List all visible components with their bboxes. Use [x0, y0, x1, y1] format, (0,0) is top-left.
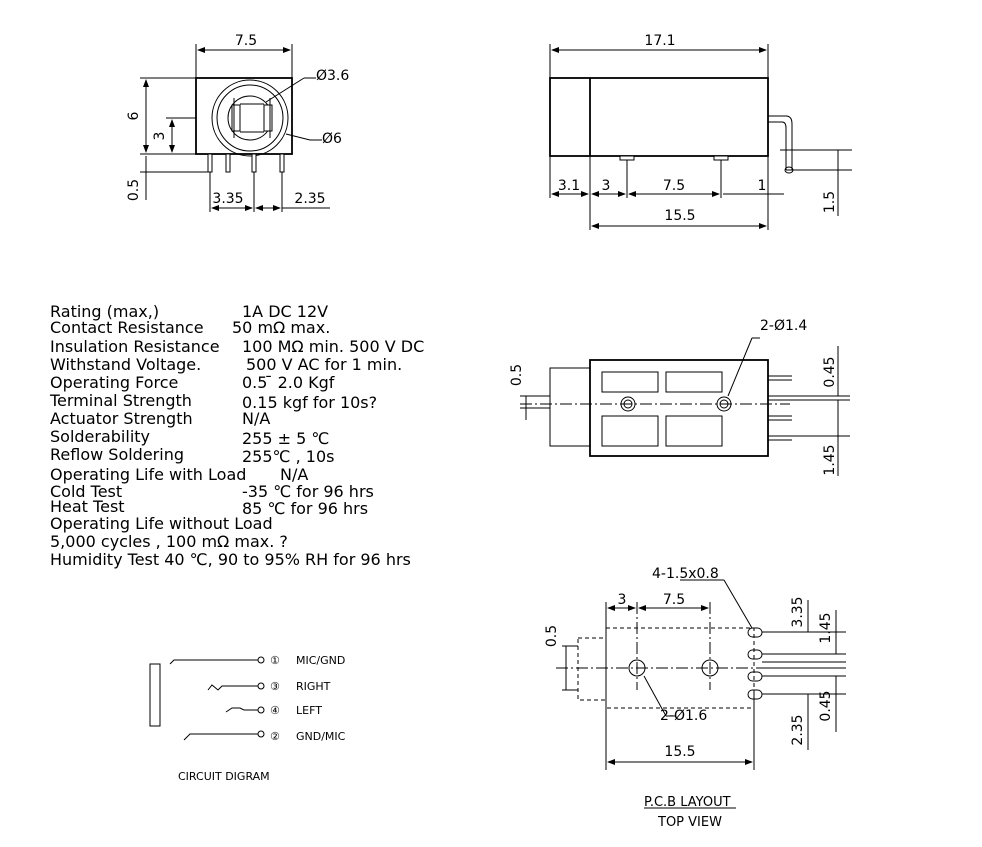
side-view: 17.1 3.1 3 7.5 1 15.5 1.5	[549, 33, 852, 230]
spec-value: 255 ± 5 ℃	[242, 429, 329, 448]
spec-value: 0.5 ̄ 2.0 Kgf	[242, 373, 335, 392]
pin-label: MIC/GND	[296, 654, 345, 667]
spec-label: Solderability	[50, 427, 150, 446]
front-pin-left-dim: 3.35	[212, 191, 243, 207]
spec-value: N/A	[242, 409, 270, 428]
spec-value: 100 MΩ min. 500 V DC	[242, 337, 424, 356]
pcb-hole-dim: 2-Ø1.6	[660, 708, 707, 724]
spec-extra-line: 5,000 cycles , 100 mΩ max. ?	[50, 532, 288, 551]
pin-label: RIGHT	[296, 680, 331, 693]
pcb-dim-b: 7.5	[663, 592, 685, 608]
spec-label: Withstand Voltage.	[50, 355, 201, 374]
pcb-r1-dim: 3.35	[790, 596, 806, 627]
top-hole-dim: 2-Ø1.4	[760, 318, 807, 334]
pin-number: ④	[270, 704, 280, 717]
spec-label: Operating Life with Load	[50, 465, 246, 484]
spec-label: Heat Test	[50, 497, 125, 516]
spec-value: 0.15 kgf for 10s?	[242, 393, 377, 412]
spec-extra-line: Operating Life without Load	[50, 514, 273, 533]
side-length-dim: 17.1	[644, 33, 675, 49]
pcb-r2-dim: 1.45	[818, 612, 834, 643]
pcb-r4-dim: 2.35	[790, 714, 806, 745]
top-left-dim: 0.5	[509, 364, 525, 386]
front-height-dim: 6	[126, 111, 142, 120]
side-dim-b: 3	[602, 178, 611, 194]
spec-value: 1A DC 12V	[242, 302, 328, 321]
side-dim-d: 1	[758, 178, 767, 194]
side-dim-c: 7.5	[663, 178, 685, 194]
side-body-dim: 15.5	[664, 208, 695, 224]
spec-value: 500 V AC for 1 min.	[246, 355, 402, 374]
front-outer-diameter-dim: Ø6	[322, 131, 342, 147]
pin-number: ②	[270, 730, 280, 743]
spec-label: Contact Resistance	[50, 318, 204, 337]
spec-value: 50 mΩ max.	[232, 318, 330, 337]
spec-label: Insulation Resistance	[50, 337, 220, 356]
pcb-subtitle: TOP VIEW	[657, 815, 722, 830]
spec-label: Rating (max,)	[50, 302, 159, 321]
pcb-width-dim: 15.5	[664, 744, 695, 760]
circuit-title: CIRCUIT DIGRAM	[178, 770, 270, 783]
side-dim-e: 1.5	[822, 191, 838, 213]
spec-extra-line: Humidity Test 40 ℃, 90 to 95% RH for 96 …	[50, 550, 411, 569]
front-pin-right-dim: 2.35	[294, 191, 325, 207]
top-top-dim: 0.45	[822, 356, 838, 387]
front-inner-diameter-dim: Ø3.6	[316, 68, 349, 84]
pcb-r3-dim: 0.45	[818, 690, 834, 721]
circuit-diagram: ① MIC/GND ③ RIGHT ④ LEFT ② GND/MIC CIRCU…	[149, 654, 346, 783]
pcb-title: P.C.B LAYOUT	[644, 795, 731, 810]
spec-value: 85 ℃ for 96 hrs	[242, 499, 368, 518]
front-pin-length-dim: 0.5	[126, 179, 142, 201]
spec-label: Cold Test	[50, 482, 122, 501]
spec-label: Operating Force	[50, 373, 178, 392]
spec-list: Rating (max,) 1A DC 12V Contact Resistan…	[49, 302, 424, 569]
top-view: 2-Ø1.4 0.5 0.45 1.45	[509, 318, 850, 476]
pin-label: GND/MIC	[296, 730, 346, 743]
spec-value: N/A	[280, 465, 308, 484]
spec-value: 255℃ , 10s	[242, 447, 334, 466]
pcb-left-dim: 0.5	[544, 625, 560, 647]
spec-value: -35 ℃ for 96 hrs	[242, 482, 374, 501]
spec-label: Reflow Soldering	[50, 445, 184, 464]
front-center-dim: 3	[152, 132, 168, 141]
pcb-layout: 3 7.5 4-1.5x0.8 0.5 2-Ø1.6 15.5 3.35 1.4…	[544, 566, 846, 830]
side-dim-a: 3.1	[558, 178, 580, 194]
spec-label: Terminal Strength	[49, 391, 192, 410]
spec-label: Actuator Strength	[50, 409, 193, 428]
pin-label: LEFT	[296, 704, 322, 717]
pin-number: ③	[270, 680, 280, 693]
front-view: 7.5 6 3 0.5 3.35 2.35 Ø3.6 Ø6	[126, 33, 349, 212]
front-width-dim: 7.5	[235, 33, 257, 49]
pcb-dim-a: 3	[618, 592, 627, 608]
pcb-slot-dim: 4-1.5x0.8	[652, 566, 719, 582]
pin-number: ①	[270, 654, 280, 667]
top-bottom-dim: 1.45	[822, 444, 838, 475]
